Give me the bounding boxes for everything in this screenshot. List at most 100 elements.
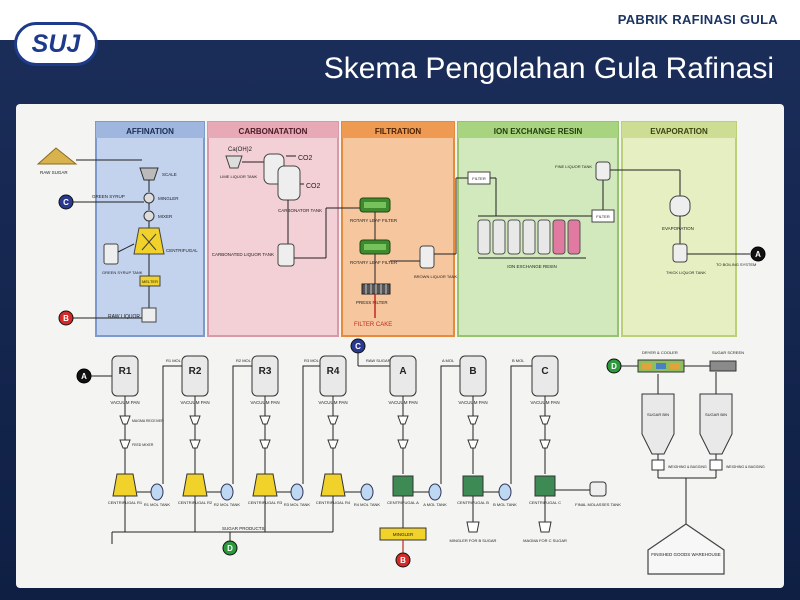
ion-filter-b-label: FILTER — [596, 214, 610, 219]
pan-a-label: A — [399, 366, 406, 377]
scale-label: SCALE — [162, 172, 177, 177]
pan-r3-mol: R3 MOL TANK — [284, 502, 310, 507]
ion-exchange-columns: ION EXCHANGE RESIN — [477, 215, 586, 269]
brown-liquor-tank: BROWN LIQUOR TANK — [414, 245, 458, 279]
pan-r4-label: R4 — [327, 366, 340, 377]
mingler-box: MINGLER — [379, 527, 427, 541]
marker-a-left: A — [76, 368, 92, 384]
marker-d-bottom-text: D — [227, 544, 233, 553]
stage-filtration: FILTRATION — [341, 121, 455, 337]
pan-b-mol: B MOL TANK — [493, 502, 517, 507]
marker-b-left: B — [58, 310, 74, 326]
vacuum-pans: R1 VACUUM PAN CENTRIFUGAL R1 R1 MOL TANK… — [108, 355, 621, 507]
rotary-2-label: ROTARY LEAF FILTER — [350, 260, 398, 265]
marker-b-bottom-text: B — [400, 556, 406, 565]
press-filter: PRESS FILTER — [356, 283, 391, 305]
screen-label: SUGAR SCREEN — [712, 350, 744, 355]
feed-a: A MOL — [442, 358, 455, 363]
process-diagram: AFFINATION CARBONATATION FILTRATION ION … — [16, 104, 784, 588]
marker-a-left-text: A — [81, 372, 87, 381]
vacuum-pan-r4: R4 VACUUM PAN CENTRIFUGAL R4 R4 MOL TANK — [316, 355, 380, 507]
stage-label-carbonatation: CARBONATATION — [239, 127, 308, 136]
marker-b-left-text: B — [63, 314, 69, 323]
scale: SCALE — [139, 167, 177, 181]
filter-cake-label: FILTER CAKE — [354, 322, 392, 328]
mingler-label: MINGLER — [158, 196, 179, 201]
warehouse: FINISHED GOODS WAREHOUSE — [647, 523, 725, 575]
ion-filter-b: FILTER — [591, 209, 615, 223]
lime-label: Ca(OH)2 — [228, 147, 253, 153]
carbonator-tanks: CO2 CO2 CARBONATOR TANK — [263, 153, 322, 213]
stage-label-evaporation: EVAPORATION — [650, 127, 708, 136]
magma-label: MAGMA RECEIVER — [132, 419, 164, 423]
stage-affination: AFFINATION — [95, 121, 205, 337]
mixer-label: MIXER — [158, 214, 173, 219]
sugar-screen: SUGAR SCREEN — [709, 350, 744, 372]
b-sugar-label: MINGLER FOR B SUGAR — [450, 538, 497, 543]
process-flow: AFFINATION CARBONATATION FILTRATION ION … — [36, 121, 766, 575]
header-bar: PABRIK RAFINASI GULA — [0, 0, 800, 40]
feed-r1: R1 MOL — [166, 358, 182, 363]
marker-d-right-text: D — [611, 362, 617, 371]
mingler-b-sugar: MINGLER FOR B SUGAR — [450, 521, 497, 543]
vacuum-pan-a: A VACUUM PAN CENTRIFUGAL A A MOL TANK — [387, 355, 447, 507]
melter-label: MELTER — [142, 279, 158, 284]
marker-c-left-text: C — [63, 198, 69, 207]
pan-r2-mol: R2 MOL TANK — [214, 502, 240, 507]
pan-c-label: C — [541, 366, 548, 377]
evaporator: EVAPORATION — [662, 195, 694, 231]
feed-label: FEED MIXER — [132, 443, 154, 447]
marker-c-left: C — [58, 194, 74, 210]
feed-raw: RAW SUGAR — [366, 358, 391, 363]
dryer-label: DRYER & COOLER — [642, 350, 678, 355]
weigh-b-label: WEIGHING & BAGGING — [726, 465, 765, 469]
pan-r1-mol: R1 MOL TANK — [144, 502, 170, 507]
pan-r4-mol: R4 MOL TANK — [354, 502, 380, 507]
raw-liquor-tank: RAW LIQUOR — [108, 307, 157, 323]
bin-b-label: SUGAR BIN — [705, 412, 727, 417]
fine-tank-label: FINE LIQUOR TANK — [555, 164, 592, 169]
rotary-1-label: ROTARY LEAF FILTER — [350, 218, 398, 223]
feed-r3: R3 MOL — [304, 358, 320, 363]
pan-c-mol: FINAL MOLASSES TANK — [575, 502, 621, 507]
brown-tank-label: BROWN LIQUOR TANK — [414, 274, 458, 279]
melter: MELTER — [139, 275, 161, 287]
c-sugar-label: MAGMA FOR C SUGAR — [523, 538, 567, 543]
molasses-feeds: R1 MOL R2 MOL R3 MOL RAW SUGAR A MOL B M… — [162, 358, 532, 484]
vacuum-pan-r2: R2 VACUUM PAN CENTRIFUGAL R2 R2 MOL TANK — [178, 355, 240, 507]
sugar-bin-a: SUGAR BIN — [641, 393, 675, 455]
carbonated-tank-label: CARBONATED LIQUOR TANK — [212, 252, 274, 257]
press-filter-label: PRESS FILTER — [356, 300, 388, 305]
co2-b: CO2 — [306, 183, 321, 190]
vacuum-pan-r3: R3 VACUUM PAN CENTRIFUGAL R3 R3 MOL TANK — [248, 355, 310, 507]
affination-centrifugal-label: CENTRIFUGAL — [166, 248, 198, 253]
carbonated-liquor-tank: CARBONATED LIQUOR TANK — [212, 243, 295, 267]
bin-a-label: SUGAR BIN — [647, 412, 669, 417]
vacuum-pan-b: B VACUUM PAN CENTRIFUGAL B B MOL TANK — [457, 355, 517, 507]
marker-d-right: D — [606, 358, 622, 374]
vacuum-pan-c: C VACUUM PAN CENTRIFUGAL C FINAL MOLASSE… — [529, 355, 621, 507]
weigh-a-label: WEIGHING & BAGGING — [668, 465, 707, 469]
pan-r2-label: R2 — [189, 366, 202, 377]
green-syrup-line: GREEN SYRUP — [72, 194, 144, 203]
green-syrup-tank: GREEN SYRUP TANK — [102, 243, 143, 275]
resin-label: ION EXCHANGE RESIN — [507, 264, 557, 269]
evaporator-label: EVAPORATION — [662, 226, 694, 231]
ion-filter-a: FILTER — [467, 171, 491, 185]
to-boiling-label: TO BOILING SYSTEM — [716, 262, 756, 267]
thick-tank-label: THICK LIQUOR TANK — [666, 270, 706, 275]
stage-evaporation: EVAPORATION — [621, 121, 737, 337]
marker-c-top-text: C — [355, 342, 361, 351]
green-syrup-tank-label: GREEN SYRUP TANK — [102, 270, 143, 275]
carbonator-label: CARBONATOR TANK — [278, 208, 322, 213]
ion-filter-a-label: FILTER — [472, 176, 486, 181]
pan-r1-label: R1 — [119, 366, 132, 377]
warehouse-label: FINISHED GOODS WAREHOUSE — [651, 552, 721, 557]
marker-c-top: C — [350, 338, 366, 354]
feed-b: B MOL — [512, 358, 525, 363]
sugar-bin-b: SUGAR BIN — [699, 393, 733, 455]
affination-centrifugal: CENTRIFUGAL — [133, 227, 198, 255]
marker-d-bottom: D — [222, 540, 238, 556]
lime-tank: Ca(OH)2 LIME LIQUOR TANK — [220, 147, 258, 179]
